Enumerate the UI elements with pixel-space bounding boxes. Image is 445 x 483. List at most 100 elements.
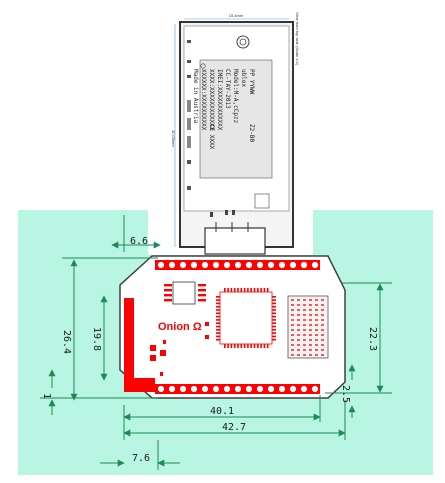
chip-pad	[198, 284, 206, 287]
memory-pad	[321, 304, 324, 306]
memory-pad	[303, 324, 306, 326]
onion-logo: Onion Ω	[158, 321, 202, 333]
qfp-pad	[257, 344, 259, 348]
qfp-pad	[247, 288, 249, 292]
qfp-pad	[272, 325, 276, 328]
memory-pad	[315, 299, 318, 301]
chip-pad	[164, 289, 172, 292]
header-pin	[278, 261, 286, 269]
memory-pad	[309, 304, 312, 306]
module-height-label: 40.00mm	[171, 130, 176, 147]
header-pin	[201, 385, 209, 393]
dim-left-offset: 6.6	[130, 236, 148, 247]
main-processor	[219, 291, 273, 345]
ccode-line: CC-TAY-2013	[224, 69, 231, 109]
memory-pad	[303, 329, 306, 331]
qfp-pad	[237, 344, 239, 348]
qfp-pad	[266, 288, 269, 292]
onion-board: Onion Ω	[119, 255, 346, 399]
qfp-pad	[263, 344, 266, 348]
memory-pad	[315, 314, 318, 316]
memory-pad	[309, 299, 312, 301]
memory-pad	[321, 299, 324, 301]
top-pins	[157, 261, 319, 269]
memory-pad	[309, 339, 312, 341]
qfp-pad	[260, 344, 262, 348]
memory-pad	[303, 349, 306, 351]
qfp-pad	[216, 305, 220, 308]
made-in-line: Made in Austria	[192, 69, 199, 124]
memory-pad	[315, 334, 318, 336]
model-id: Z2-B0	[248, 124, 255, 142]
qfp-pad	[257, 288, 259, 292]
memory-pad	[303, 334, 306, 336]
dim-height-outer: 26.4	[61, 330, 72, 354]
memory-pad	[309, 344, 312, 346]
header-pin	[300, 385, 308, 393]
memory-pad	[297, 304, 300, 306]
qfp-pad	[240, 344, 243, 348]
memory-pad	[315, 324, 318, 326]
memory-pad	[321, 339, 324, 341]
qfp-pad	[230, 288, 233, 292]
dim-left-small: 1	[41, 393, 52, 399]
memory-pad	[303, 354, 306, 356]
memory-chip	[287, 295, 329, 359]
memory-pad	[321, 324, 324, 326]
header-pin	[212, 261, 220, 269]
qfp-pad	[272, 338, 276, 341]
qfp-pad	[250, 288, 252, 292]
memory-pad	[315, 304, 318, 306]
qfp-pad	[272, 329, 276, 331]
qfp-pad	[250, 344, 252, 348]
chip-pad	[198, 289, 206, 292]
dim-width-total: 42.7	[222, 422, 246, 433]
qfp-pad	[216, 302, 220, 305]
qfp-pad	[216, 332, 220, 334]
imei-line: IMEI:XXXXXXXXXXXX	[216, 69, 223, 131]
memory-pad	[291, 319, 294, 321]
model-line: Model:M-A,cCpzz	[232, 69, 239, 124]
qfp-pad	[266, 344, 269, 348]
header-pin	[179, 261, 187, 269]
qfp-pad	[216, 319, 220, 321]
header-pin	[278, 385, 286, 393]
header-pin	[256, 261, 264, 269]
qfp-pad	[272, 322, 276, 324]
memory-pad	[291, 334, 294, 336]
header-pin	[289, 385, 297, 393]
qfp-pad	[272, 299, 276, 301]
memory-pad	[297, 339, 300, 341]
memory-pad	[291, 314, 294, 316]
header-pin	[311, 261, 319, 269]
dim-bottom-offset: 7.6	[132, 453, 150, 464]
chip-pad	[164, 284, 172, 287]
sn-line-2: XXXXXX:XXXXXXXXXX	[200, 69, 207, 131]
header-pin	[201, 261, 209, 269]
header-pin	[223, 385, 231, 393]
qfp-pad	[263, 288, 266, 292]
memory-pad	[303, 299, 306, 301]
module-width-label: 15.4mm	[229, 13, 244, 18]
pp-label: PP YYWW	[248, 69, 255, 95]
memory-pad	[315, 354, 318, 356]
memory-pad	[303, 309, 306, 311]
memory-pad	[291, 324, 294, 326]
memory-pad	[309, 334, 312, 336]
memory-pad	[291, 349, 294, 351]
qfp-pad	[272, 319, 276, 321]
memory-pad	[297, 354, 300, 356]
qfp-pad	[237, 288, 239, 292]
header-pin	[223, 261, 231, 269]
memory-pad	[303, 344, 306, 346]
memory-pad	[303, 304, 306, 306]
header-pin	[212, 385, 220, 393]
qfp-pad	[233, 344, 236, 348]
qfp-pad	[216, 299, 220, 301]
memory-pad	[291, 304, 294, 306]
memory-pad	[315, 309, 318, 311]
qfp-pad	[260, 288, 262, 292]
dim-width-pins: 40.1	[210, 406, 234, 417]
memory-pad	[297, 349, 300, 351]
